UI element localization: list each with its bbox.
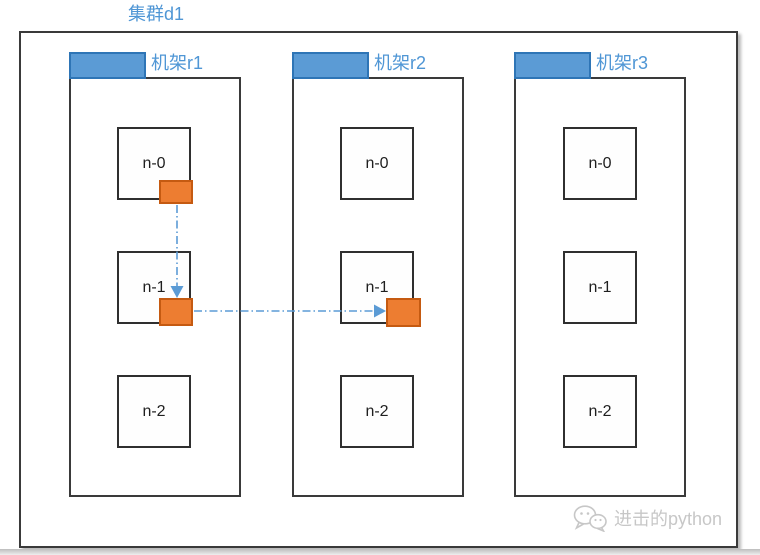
node-label: n-0 bbox=[365, 154, 389, 172]
node-r3-n0: n-0 bbox=[563, 127, 637, 200]
node-r3-n2: n-2 bbox=[563, 375, 637, 448]
bottom-edge-shadow bbox=[0, 549, 760, 555]
node-label: n-0 bbox=[142, 154, 166, 172]
rack-tab-r1 bbox=[69, 52, 146, 79]
node-label: n-1 bbox=[365, 278, 389, 296]
rack-label-r2: 机架r2 bbox=[374, 53, 427, 73]
node-label: n-2 bbox=[365, 402, 389, 420]
rack-label-r1: 机架r1 bbox=[151, 53, 204, 73]
rack-tab-r2 bbox=[292, 52, 369, 79]
node-label: n-1 bbox=[142, 278, 166, 296]
rack-label-r3: 机架r3 bbox=[596, 53, 649, 73]
replica-block-r1-n0 bbox=[159, 180, 193, 204]
wechat-icon bbox=[573, 505, 607, 532]
node-r1-n2: n-2 bbox=[117, 375, 191, 448]
node-label: n-2 bbox=[142, 402, 166, 420]
cluster-title: 集群d1 bbox=[127, 4, 185, 24]
node-label: n-0 bbox=[588, 154, 612, 172]
node-label: n-2 bbox=[588, 402, 612, 420]
rack-tab-r3 bbox=[514, 52, 591, 79]
replica-block-r1-n1 bbox=[159, 298, 193, 326]
node-r3-n1: n-1 bbox=[563, 251, 637, 324]
node-r2-n2: n-2 bbox=[340, 375, 414, 448]
node-label: n-1 bbox=[588, 278, 612, 296]
watermark-text: 进击的python bbox=[614, 509, 723, 529]
watermark: 进击的python bbox=[572, 503, 722, 533]
replica-block-r2-n1 bbox=[386, 298, 421, 327]
node-r2-n0: n-0 bbox=[340, 127, 414, 200]
